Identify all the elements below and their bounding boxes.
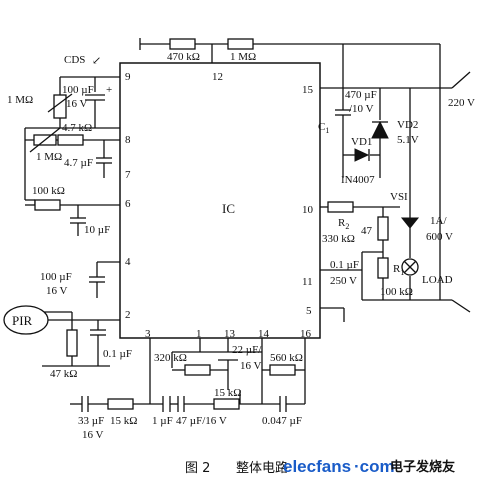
label-0.047u: 0.047 µF (262, 415, 302, 427)
label-pir: PIR (12, 313, 33, 328)
label-15k-a: 15 kΩ (110, 415, 137, 427)
label-r1: R1 (393, 263, 404, 277)
pin6-network (25, 200, 120, 236)
label-320k: 320 kΩ (154, 352, 187, 364)
svg-text:elecfans: elecfans (283, 457, 351, 476)
label-16v-13: 16 V (240, 360, 262, 372)
label-560k: 560 kΩ (270, 352, 303, 364)
ldr-arrow (47, 93, 73, 113)
ic-label: IC (222, 201, 235, 216)
label-220v: 220 V (448, 97, 475, 109)
pin-13: 13 (224, 328, 236, 340)
resistor-r2 (327, 201, 354, 213)
label-10v: /10 V (349, 103, 374, 115)
power-supply-network (320, 71, 471, 222)
pin-10: 10 (302, 204, 314, 216)
triac-vsi (400, 217, 420, 229)
pin-16: 16 (300, 328, 312, 340)
label-250v: 250 V (330, 275, 357, 287)
pin4-network (89, 261, 120, 298)
label-16v-4: 16 V (46, 285, 68, 297)
ldr-network (25, 76, 120, 129)
label-10u: 10 µF (84, 224, 110, 236)
label-cds: CDS (64, 54, 85, 66)
ic-body (119, 62, 321, 339)
top-feedback-network (139, 38, 441, 300)
pin-12: 12 (212, 71, 223, 83)
label-33u: 33 µF (78, 415, 104, 427)
resistor-47k-2 (66, 329, 78, 357)
label-100u-4: 100 µF (40, 271, 72, 283)
label-1a: 1A/ (430, 215, 447, 227)
label-330k: 330 kΩ (322, 233, 355, 245)
label-600v: 600 V (426, 231, 453, 243)
figure-number: 图 2 (185, 461, 210, 476)
label-15k-b: 15 kΩ (214, 387, 241, 399)
pin-14: 14 (258, 328, 270, 340)
label-1m-ldr: 1 MΩ (7, 94, 33, 106)
pir-network (42, 311, 120, 367)
zener-vd2 (371, 120, 389, 139)
label-0.1u-11: 0.1 µF (330, 259, 359, 271)
resistor-320k (184, 364, 211, 376)
svg-text:·com: ·com (354, 457, 395, 476)
label-in4007: IN4007 (341, 174, 375, 186)
label-1u: 1 µF (152, 415, 173, 427)
pin-2: 2 (125, 309, 131, 321)
resistor-15k-b (213, 398, 240, 410)
resistor-15k-a (107, 398, 134, 410)
label-r2: R2 (338, 217, 349, 231)
label-16v-9: 16 V (66, 98, 88, 110)
pin-7: 7 (125, 169, 131, 181)
pin-6: 6 (125, 198, 131, 210)
light-icon: ↙ (92, 55, 101, 67)
figure-title: 整体电路 (236, 460, 288, 476)
resistor-r1 (377, 257, 389, 279)
label-vd2: VD2 (397, 119, 418, 131)
label-100u-9: 100 µF (62, 84, 94, 96)
pin-8: 8 (125, 134, 131, 146)
pir-sensor (3, 305, 49, 335)
label-16v-b: 16 V (82, 429, 104, 441)
pin-3: 3 (145, 328, 151, 340)
svg-text:电子发烧友: 电子发烧友 (390, 459, 455, 475)
plus-sign: + (106, 84, 112, 96)
label-0.1u-2: 0.1 µF (103, 348, 132, 360)
pin-5: 5 (306, 305, 312, 317)
label-load: LOAD (422, 274, 453, 286)
label-470k: 470 kΩ (167, 51, 200, 63)
watermark-logo: elecfans ·com 电子发烧友 (283, 457, 455, 476)
label-4.7u: 4.7 µF (64, 157, 93, 169)
pin-1: 1 (196, 328, 202, 340)
label-4.7k: 4.7 kΩ (62, 122, 92, 134)
pot-arrow (29, 127, 61, 153)
label-470u: 470 µF (345, 89, 377, 101)
resistor-1m-top (227, 38, 254, 50)
diode-vd1 (354, 148, 370, 162)
bottom-network (70, 338, 306, 405)
label-5.1v: 5.1V (397, 134, 419, 146)
label-100k-6: 100 kΩ (32, 185, 65, 197)
resistor-47 (377, 216, 389, 241)
label-vd1: VD1 (351, 136, 372, 148)
triac-drive-network (320, 206, 471, 313)
label-47u-b: 47 µF/16 V (176, 415, 227, 427)
resistor-100k-6 (34, 199, 61, 211)
label-vsi: VSI (390, 191, 408, 203)
resistor-4.7k (57, 134, 84, 146)
label-1m-top: 1 MΩ (230, 51, 256, 63)
label-47: 47 (361, 225, 373, 237)
pin-4: 4 (125, 256, 131, 268)
label-22u: 22 µF/ (232, 344, 262, 356)
resistor-560k (269, 364, 296, 376)
pin-9: 9 (125, 71, 131, 83)
pin-11: 11 (302, 276, 313, 288)
label-c1: C1 (318, 121, 329, 135)
pin-15: 15 (302, 84, 314, 96)
label-100k-r1: 100 kΩ (380, 286, 413, 298)
label-1m-pot: 1 MΩ (36, 151, 62, 163)
label-47k-2: 47 kΩ (50, 368, 77, 380)
resistor-470k (169, 38, 196, 50)
